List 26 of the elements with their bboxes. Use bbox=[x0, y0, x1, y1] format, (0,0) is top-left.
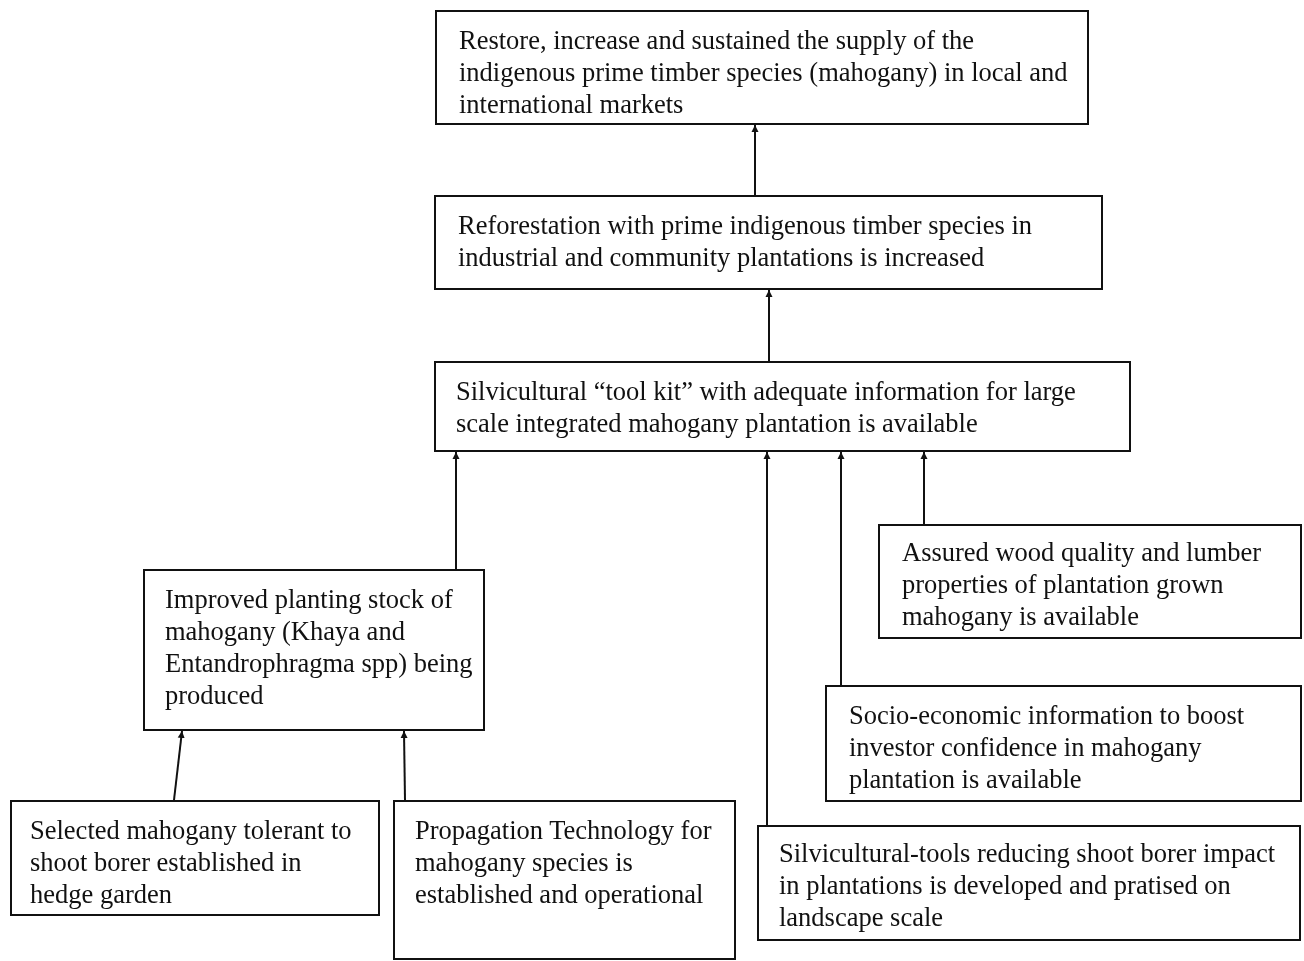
text-box bbox=[10, 800, 380, 916]
arrow bbox=[452, 451, 460, 570]
text-box bbox=[143, 569, 485, 731]
text-box bbox=[435, 10, 1089, 125]
box-text: Socio-economic information to boost investor confidence in mahogany plantation is available bbox=[849, 699, 1246, 795]
box-text: Improved planting stock of mahogany (Khaya and Entandrophragma spp) being produced bbox=[165, 583, 474, 711]
arrow bbox=[751, 124, 759, 196]
arrow bbox=[837, 451, 845, 686]
text-box bbox=[393, 800, 736, 960]
box-text: Propagation Technology for mahogany species is established and operational bbox=[415, 814, 713, 910]
box-text: Restore, increase and sustained the supply of the indigenous prime timber species (mahogany) in local and international markets bbox=[459, 24, 1069, 120]
arrow bbox=[763, 451, 771, 826]
text-box bbox=[878, 524, 1302, 639]
text-box bbox=[757, 825, 1301, 941]
box-text: Reforestation with prime indigenous timber species in industrial and community plantations is increased bbox=[458, 209, 1034, 273]
text-box bbox=[434, 195, 1103, 290]
box-text: Assured wood quality and lumber properties of plantation grown mahogany is available bbox=[902, 536, 1263, 632]
arrow bbox=[400, 730, 408, 801]
box-text: Silvicultural-tools reducing shoot borer impact in plantations is developed and pratised on landscape scale bbox=[779, 837, 1277, 933]
box-text: Silvicultural “tool kit” with adequate information for large scale integrated mahogany plantation is available bbox=[456, 375, 1077, 439]
box-text: Selected mahogany tolerant to shoot borer established in hedge garden bbox=[30, 814, 353, 910]
text-box bbox=[825, 685, 1302, 802]
arrow bbox=[765, 289, 773, 362]
arrow bbox=[173, 730, 185, 801]
arrow bbox=[920, 451, 928, 525]
text-box bbox=[434, 361, 1131, 452]
